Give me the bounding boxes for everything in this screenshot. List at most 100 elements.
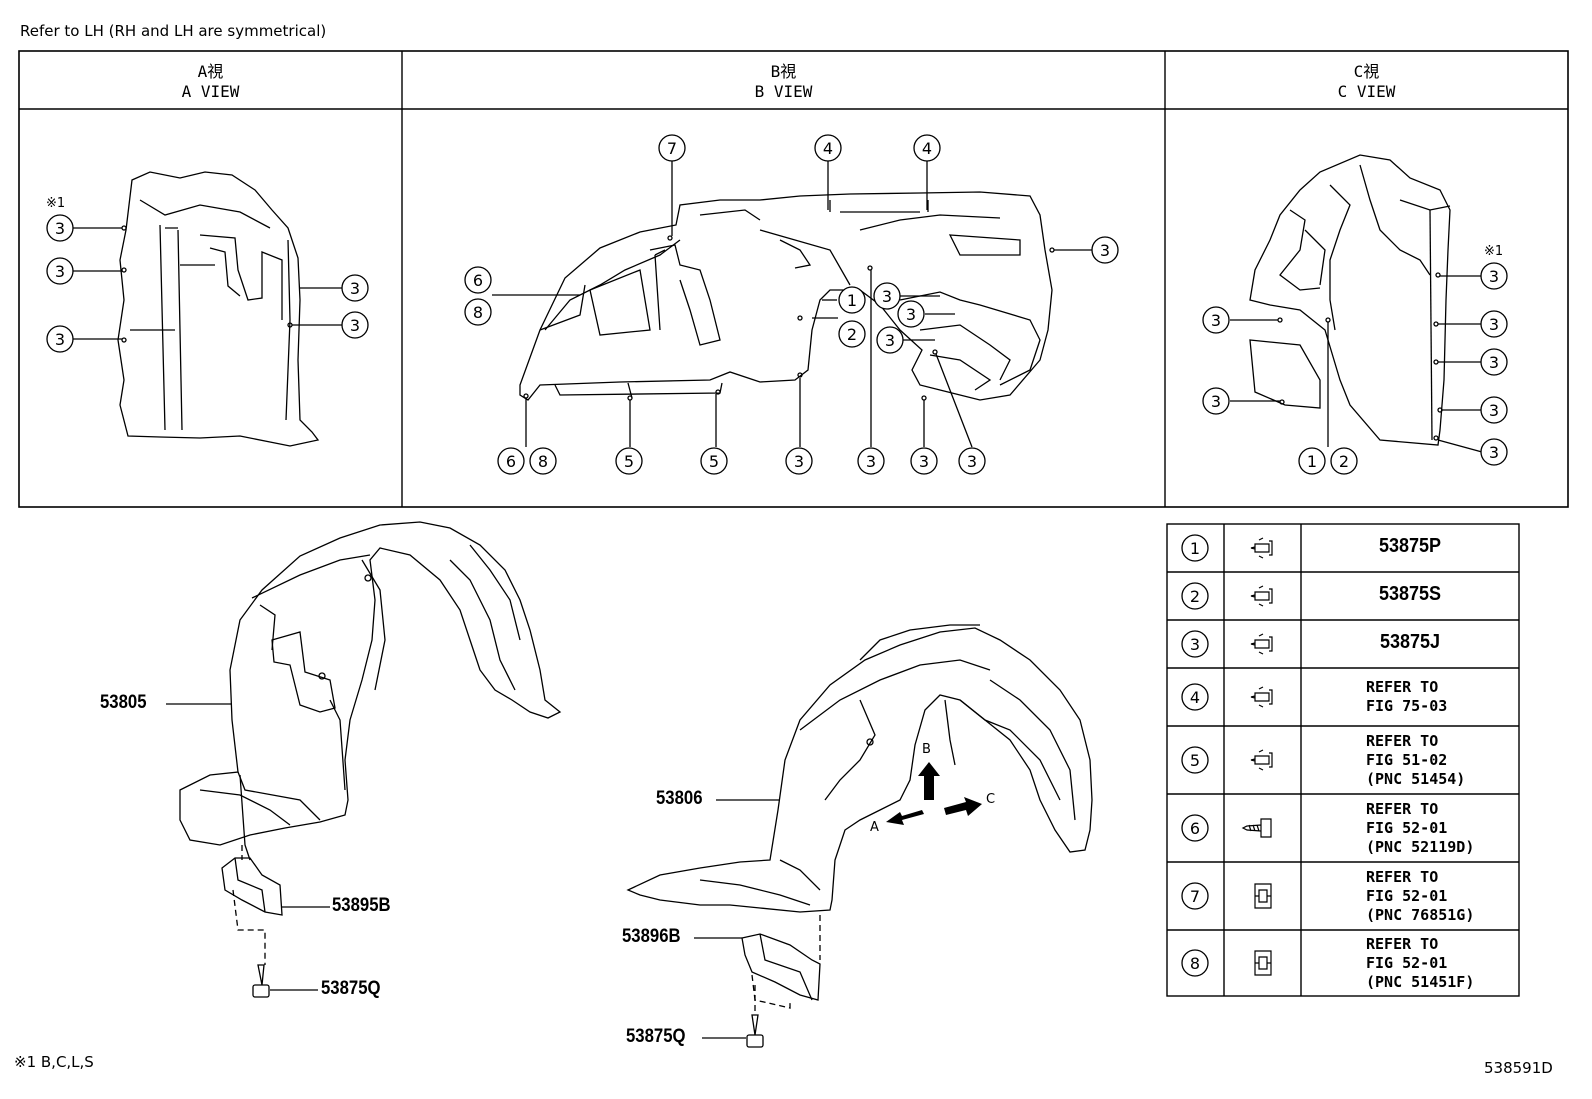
liner-53805-drawing	[179, 521, 562, 861]
callout-2: 2	[1330, 447, 1358, 475]
arrow-label-a: A	[870, 820, 879, 835]
a-view-jp: A視	[197, 62, 224, 81]
callout-number: 3	[885, 331, 895, 350]
callout-number: 3	[350, 316, 360, 335]
callout-3: 3	[46, 325, 74, 353]
callout-3: 3	[46, 257, 74, 285]
callout-number: 3	[1100, 241, 1110, 260]
callout-number: 3	[794, 452, 804, 471]
callout-2: 2	[838, 320, 866, 348]
c-view-jp: C視	[1353, 62, 1380, 81]
callout-3: 3	[1202, 306, 1230, 334]
part-53875q-right-label: 53875Q	[626, 1026, 686, 1047]
clip-icon	[1250, 749, 1273, 771]
callout-number: 3	[1211, 392, 1221, 411]
callout-4: 4	[913, 134, 941, 162]
callout-number: 5	[709, 452, 719, 471]
callout-number: 3	[1489, 401, 1499, 420]
nut-clip-icon	[1254, 883, 1272, 909]
a-view-leaders	[73, 227, 342, 340]
b-view-leaders	[492, 160, 1092, 448]
callout-3: 3	[958, 447, 986, 475]
callout-3: 3	[785, 447, 813, 475]
legend-number-text: 6	[1190, 819, 1200, 838]
callout-4: 4	[814, 134, 842, 162]
callout-3: 3	[876, 326, 904, 354]
bolt-53875q-left-drawing	[252, 964, 318, 998]
legend-number-4: 4	[1181, 683, 1209, 711]
legend-number-text: 5	[1190, 751, 1200, 770]
part-53805-label: 53805	[100, 692, 147, 713]
callout-8: 8	[464, 298, 492, 326]
callout-6: 6	[464, 266, 492, 294]
legend-fig-reference: REFER TO FIG 52-01 (PNC 52119D)	[1366, 799, 1475, 856]
nut-clip-icon	[1254, 950, 1272, 976]
clip-icon	[1250, 585, 1273, 607]
arrow-label-c: C	[986, 792, 996, 807]
clip-icon	[1250, 537, 1273, 559]
part-53896b-label: 53896B	[622, 926, 681, 947]
callout-number: 5	[624, 452, 634, 471]
callout-number: 4	[922, 139, 932, 158]
callout-3: 3	[341, 274, 369, 302]
legend-number-2: 2	[1181, 582, 1209, 610]
callout-8: 8	[529, 447, 557, 475]
callout-number: 7	[667, 139, 677, 158]
callout-3: 3	[1480, 262, 1508, 290]
legend-part-number: 53875P	[1378, 535, 1442, 557]
callout-number: 2	[847, 325, 857, 344]
callout-3: 3	[46, 214, 74, 242]
callout-3: 3	[1480, 438, 1508, 466]
legend-number-1: 1	[1181, 534, 1209, 562]
callout-number: 8	[538, 452, 548, 471]
header-note: Refer to LH (RH and LH are symmetrical)	[20, 22, 327, 40]
legend-number-text: 3	[1190, 635, 1200, 654]
callout-3: 3	[341, 311, 369, 339]
c-view-liner-sketch	[1249, 154, 1451, 446]
callout-number: 3	[882, 287, 892, 306]
callout-number: 3	[866, 452, 876, 471]
callout-7: 7	[658, 134, 686, 162]
callout-1: 1	[838, 286, 866, 314]
callout-number: 3	[55, 330, 65, 349]
a-view-en: A VIEW	[181, 82, 240, 101]
callout-number: 4	[823, 139, 833, 158]
callout-number: 1	[847, 291, 857, 310]
a-view-header: A視 A VIEW	[19, 62, 402, 102]
legend-table-lines	[1166, 523, 1520, 997]
callout-3: 3	[1202, 387, 1230, 415]
legend-number-text: 2	[1190, 587, 1200, 606]
legend-number-8: 8	[1181, 949, 1209, 977]
legend-part-number: 53875J	[1379, 631, 1441, 653]
legend-fig-reference: REFER TO FIG 51-02 (PNC 51454)	[1366, 731, 1466, 788]
c-view-header: C視 C VIEW	[1165, 62, 1568, 102]
diagram-id: 538591D	[1484, 1059, 1553, 1077]
part-53875q-left-label: 53875Q	[321, 978, 381, 999]
callout-number: 3	[55, 262, 65, 281]
clip-icon	[1250, 633, 1273, 655]
callout-number: 6	[506, 452, 516, 471]
callout-number: 3	[350, 279, 360, 298]
view-direction-arrows	[886, 762, 982, 825]
callout-number: 3	[1489, 267, 1499, 286]
b-view-jp: B視	[770, 62, 797, 81]
b-view-liner-sketch	[519, 191, 1055, 401]
legend-number-text: 4	[1190, 688, 1200, 707]
bracket-53895b-drawing	[221, 845, 330, 965]
screw-icon	[1241, 818, 1272, 838]
bolt-53875q-right-drawing	[702, 1014, 764, 1048]
legend-number-5: 5	[1181, 746, 1209, 774]
callout-3: 3	[1480, 396, 1508, 424]
callout-5: 5	[615, 447, 643, 475]
part-53806-label: 53806	[656, 788, 703, 809]
legend-fig-reference: REFER TO FIG 52-01 (PNC 51451F)	[1366, 934, 1475, 991]
callout-number: 8	[473, 303, 483, 322]
legend-fig-reference: REFER TO FIG 75-03	[1366, 678, 1448, 715]
a-view-liner-sketch	[117, 171, 320, 447]
part-53895b-label: 53895B	[332, 895, 391, 916]
callout-3: 3	[910, 447, 938, 475]
legend-part-number: 53875S	[1378, 583, 1442, 605]
callout-number: 3	[919, 452, 929, 471]
callout-3: 3	[873, 282, 901, 310]
